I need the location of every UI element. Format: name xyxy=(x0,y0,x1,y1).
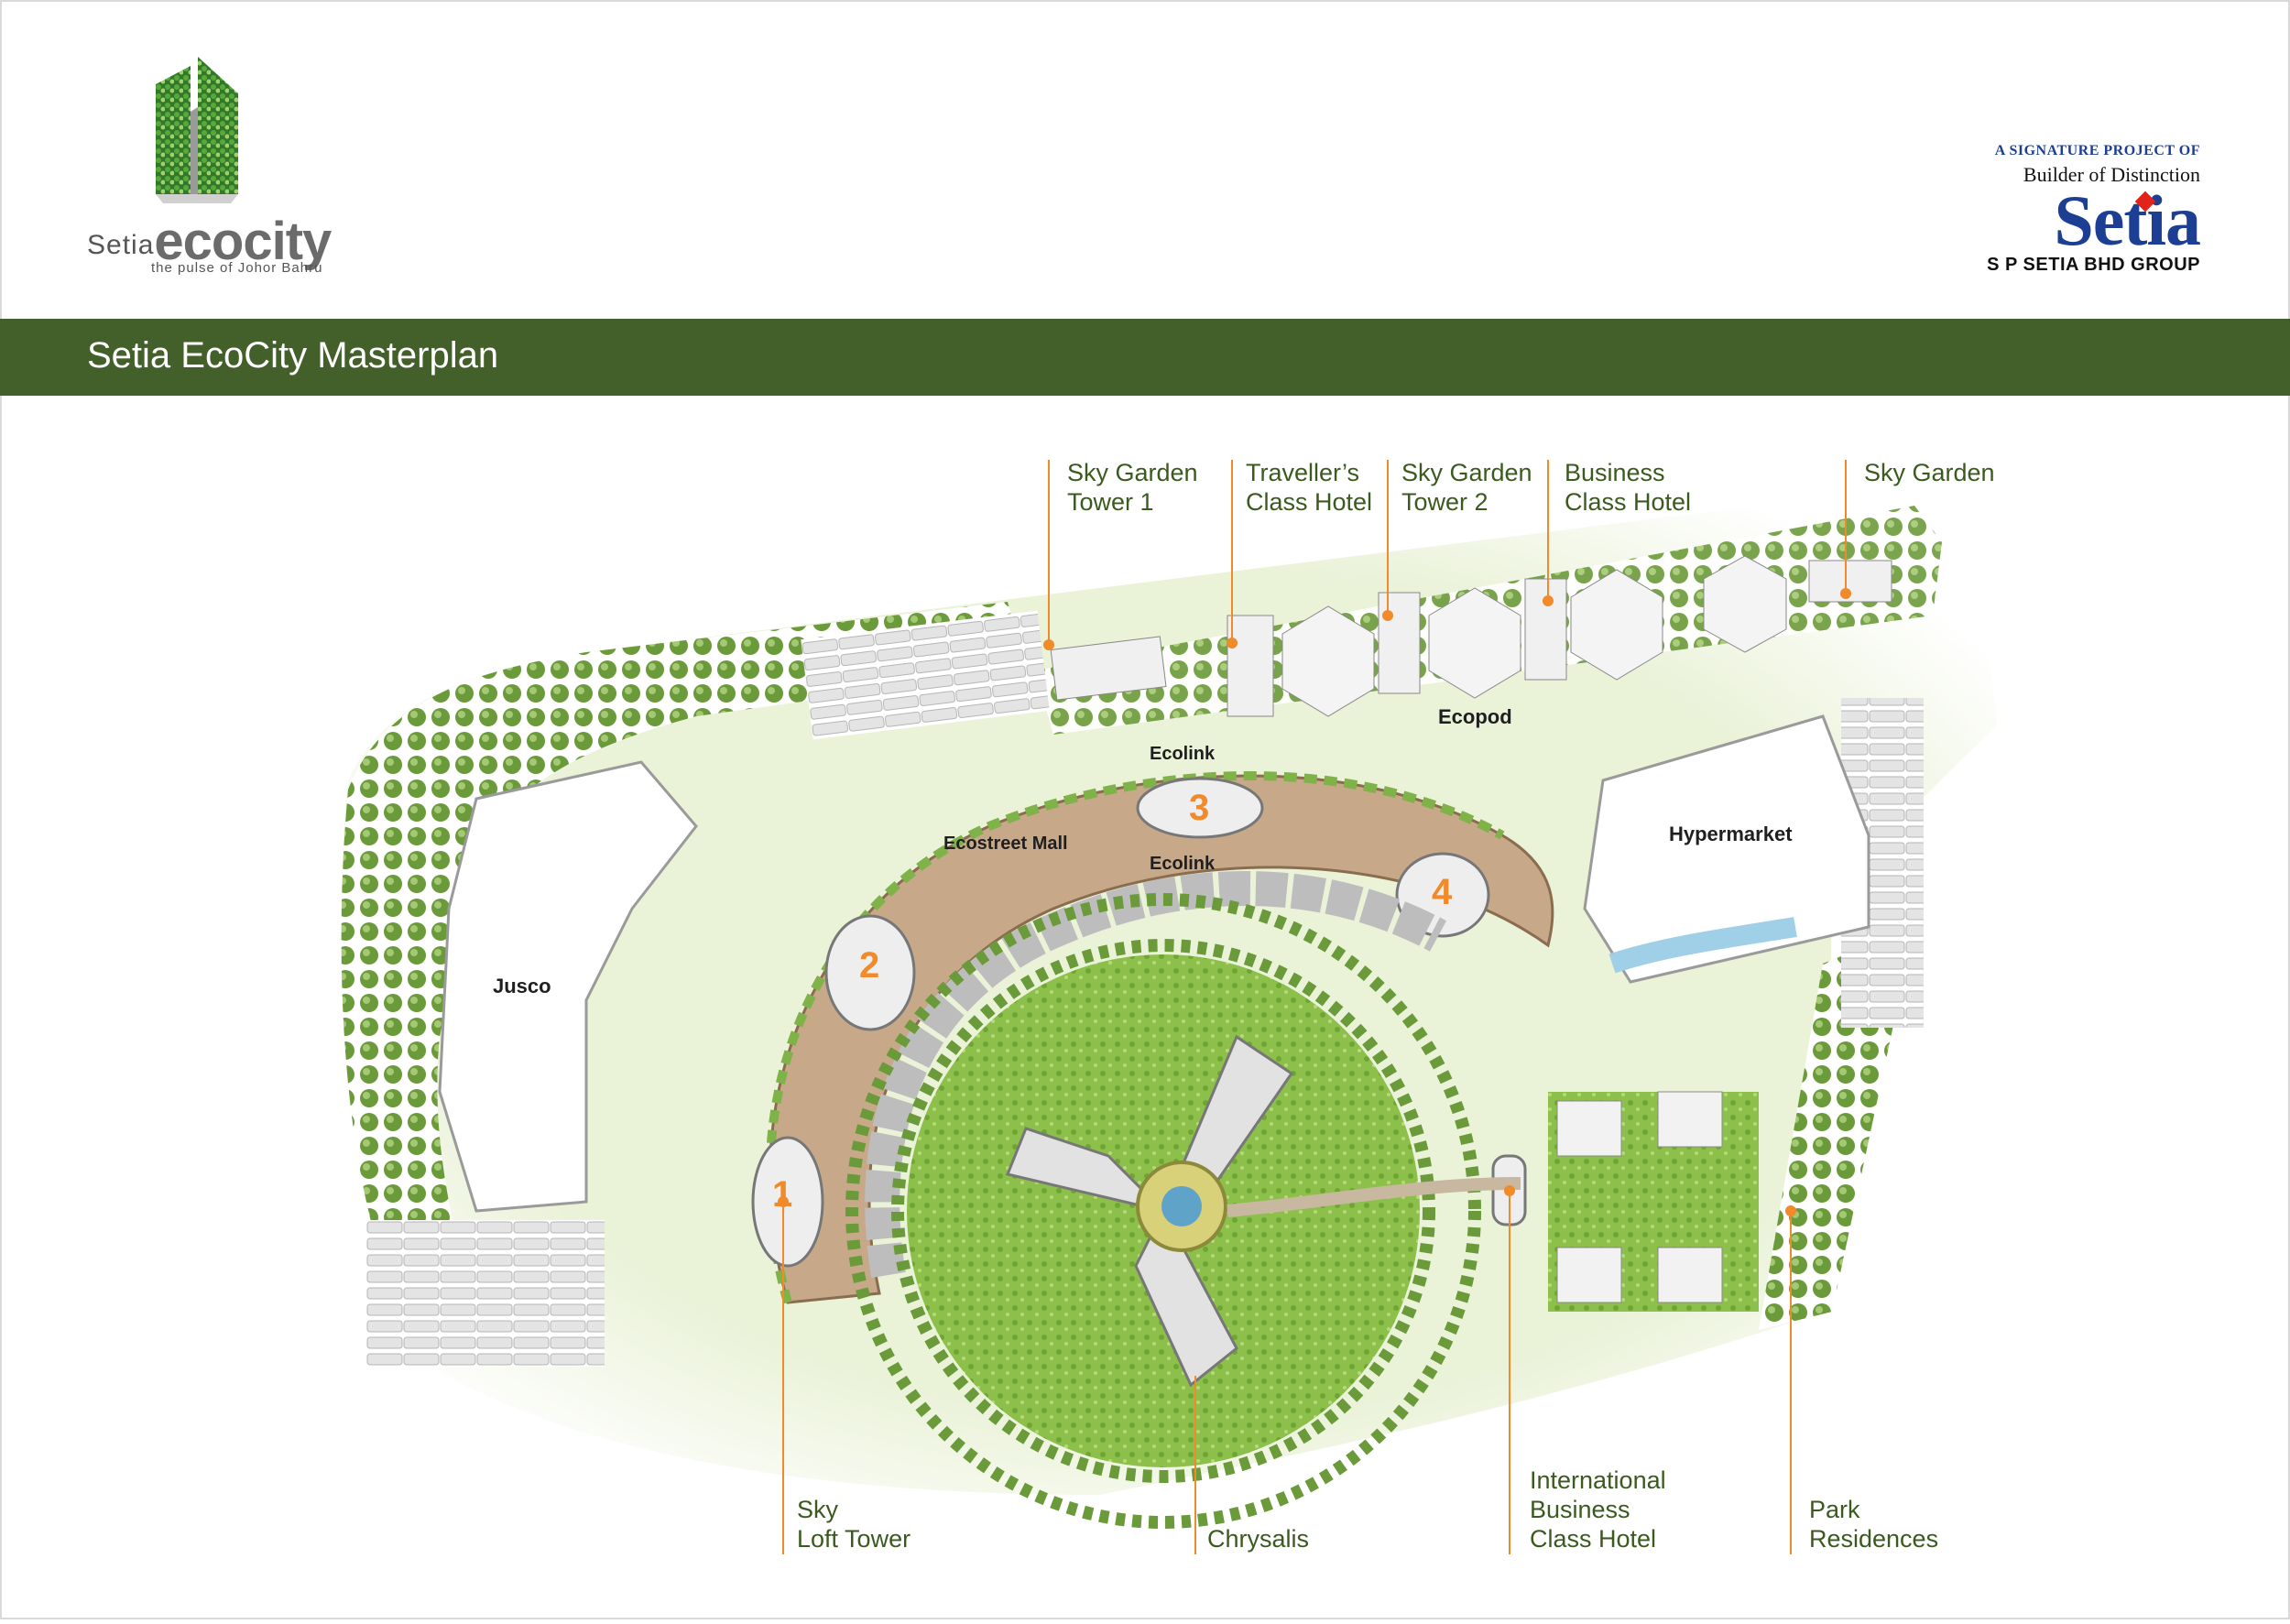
axis-promenade xyxy=(1227,1177,1521,1217)
hypermarket-building xyxy=(1583,714,1870,984)
label-business-class-hotel: Business Class Hotel xyxy=(1565,459,1692,516)
tower-logo-icon xyxy=(156,57,238,203)
tower-number-2: 2 xyxy=(859,945,880,986)
pod-2 xyxy=(824,914,916,1031)
label-chrysalis: Chrysalis xyxy=(1207,1525,1310,1553)
setia-wordmark: Setia xyxy=(2054,180,2201,260)
group-text: S P SETIA BHD GROUP xyxy=(1987,255,2200,275)
ecocity-wordmark: Setiaecocity xyxy=(87,212,332,271)
ecocity-tagline: the pulse of Johor Bahru xyxy=(151,260,323,276)
builder-text: Builder of Distinction xyxy=(2023,163,2200,186)
callout-lines xyxy=(782,460,1847,1554)
hypermarket-label: Hypermarket xyxy=(1669,823,1793,845)
ecolink-label-mid: Ecolink xyxy=(1150,854,1216,874)
jusco-label: Jusco xyxy=(493,975,551,997)
masterplan-map: 1 2 3 4 Ecopod Ecolink Ecolink Ecostreet… xyxy=(0,396,2290,1619)
sp-setia-logo: A SIGNATURE PROJECT OF Builder of Distin… xyxy=(1925,143,2201,276)
tower-number-1: 1 xyxy=(772,1174,793,1215)
tower-number-4: 4 xyxy=(1432,872,1453,912)
setia-ecocity-logo: Setiaecocity the pulse of Johor Bahru xyxy=(82,57,332,286)
north-towers xyxy=(1050,555,1892,717)
masterplan-illustration xyxy=(341,460,1997,1554)
label-sky-garden-tower-2: Sky Garden Tower 2 xyxy=(1401,459,1532,516)
signature-text: A SIGNATURE PROJECT OF xyxy=(1994,143,2200,158)
park-residence-blocks xyxy=(1556,1091,1723,1303)
ecostreet-mall-label: Ecostreet Mall xyxy=(943,834,1068,854)
label-international-business-class-hotel: International Business Class Hotel xyxy=(1530,1466,1666,1553)
page-title: Setia EcoCity Masterplan xyxy=(87,335,499,376)
outer-tree-ring xyxy=(845,893,1481,1529)
tower-number-3: 3 xyxy=(1189,788,1210,828)
water-channel xyxy=(1608,917,1797,974)
label-sky-garden-tower-1: Sky Garden Tower 1 xyxy=(1067,459,1198,516)
title-bar: Setia EcoCity Masterplan xyxy=(0,319,2290,396)
label-park-residences: Park Residences xyxy=(1809,1496,1939,1553)
west-tree-belt xyxy=(341,602,1026,1330)
pod-3 xyxy=(1136,777,1264,839)
park-tree-ring xyxy=(891,939,1435,1483)
inner-shoplots xyxy=(865,870,1447,1279)
callout-dots xyxy=(778,588,1851,1216)
ecolink-label-top: Ecolink xyxy=(1150,744,1216,764)
label-travellers-class-hotel: Traveller’s Class Hotel xyxy=(1246,459,1373,516)
jusco-building xyxy=(438,760,698,1213)
parking-southwest xyxy=(366,1220,605,1367)
ecopod-label: Ecopod xyxy=(1438,705,1512,728)
ecolink-path xyxy=(765,771,1505,1304)
parking-north xyxy=(801,610,1050,740)
label-sky-garden: Sky Garden xyxy=(1864,459,1995,486)
chrysalis-building xyxy=(1005,1034,1294,1388)
label-sky-loft-tower: Sky Loft Tower xyxy=(797,1496,911,1553)
